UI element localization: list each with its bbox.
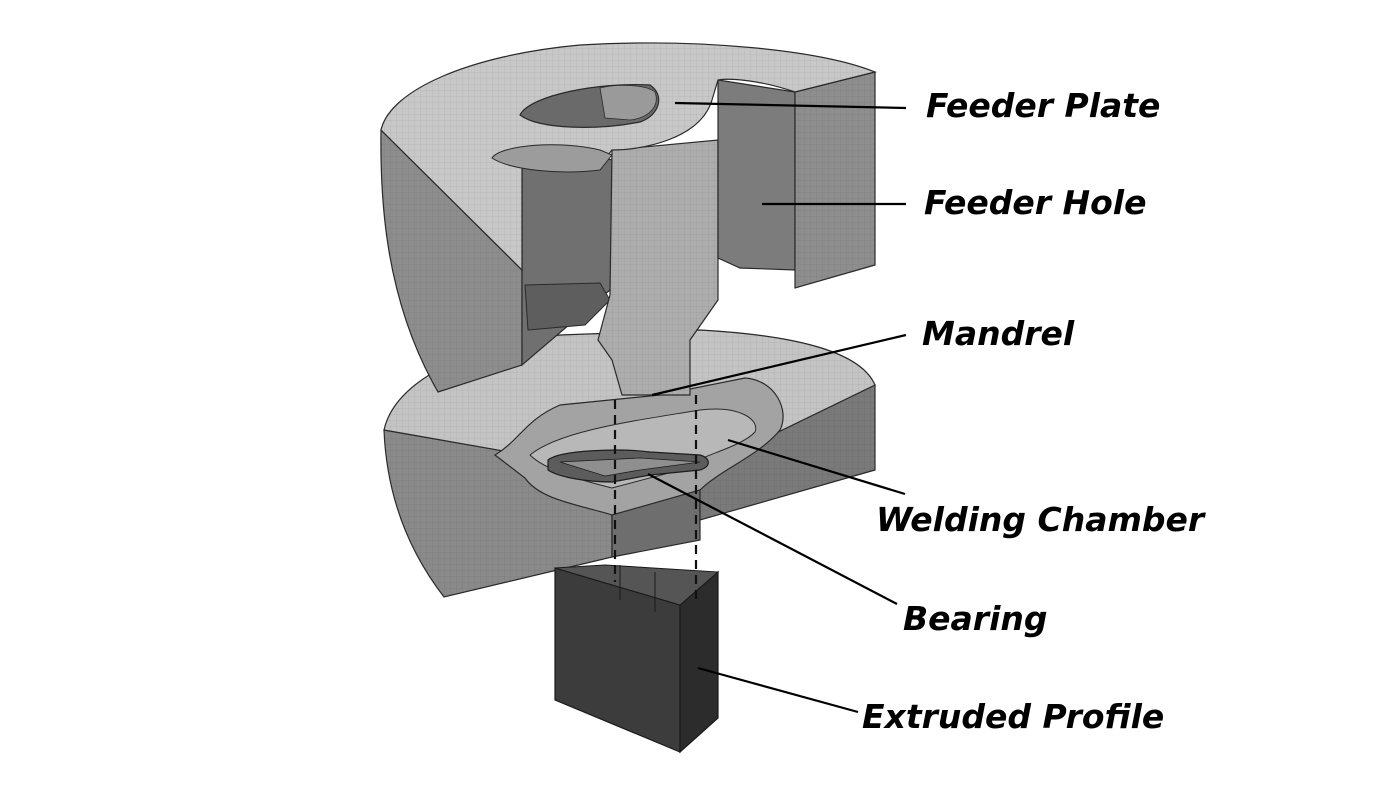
label-feeder-hole: Feeder Hole — [924, 183, 1147, 222]
leader-bearing — [647, 473, 898, 605]
extruded-profile-shape — [554, 564, 720, 754]
label-bearing: Bearing — [903, 599, 1048, 638]
label-welding-chamber: Welding Chamber — [876, 500, 1205, 539]
label-mandrel: Mandrel — [922, 314, 1075, 353]
leader-lines — [647, 101, 907, 714]
leader-welding-chamber — [727, 438, 906, 496]
upper-die — [380, 42, 877, 396]
leader-feeder-plate — [674, 101, 907, 110]
projection-lines — [613, 395, 698, 600]
label-extruded-profile: Extruded Profile — [862, 697, 1165, 736]
label-feeder-plate: Feeder Plate — [926, 86, 1161, 125]
leader-extruded-profile — [697, 666, 859, 714]
leader-mandrel — [651, 333, 907, 397]
